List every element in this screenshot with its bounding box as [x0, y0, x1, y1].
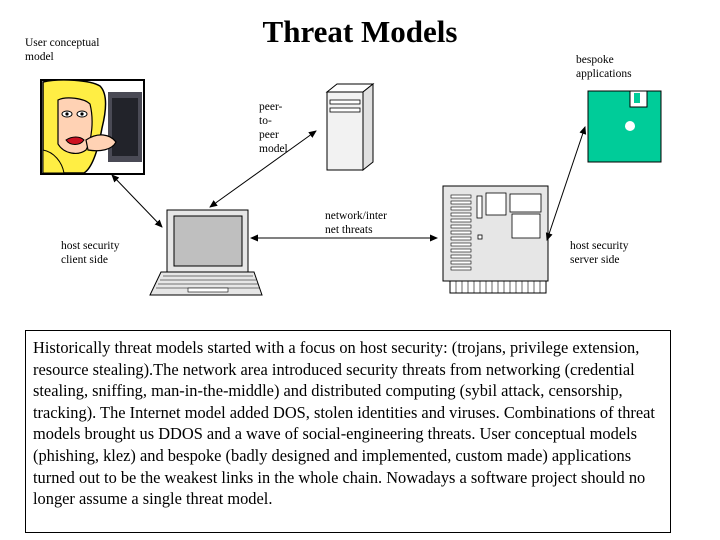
- arrow-server-floppy: [545, 126, 587, 241]
- peer-server-icon: [325, 82, 375, 172]
- label-host-security-client: host security client side: [61, 240, 120, 266]
- page-title: Threat Models: [262, 14, 458, 49]
- laptop-icon: [149, 209, 263, 296]
- label-bespoke-applications: bespoke applications: [576, 54, 632, 80]
- arrow-laptop-peer: [209, 130, 317, 208]
- server-machine-icon: [442, 185, 549, 294]
- label-host-security-server: host security server side: [570, 240, 629, 266]
- label-user-conceptual-model: User conceptual model: [25, 37, 100, 63]
- description-text-box: Historically threat models started with …: [25, 330, 671, 533]
- arrow-user-laptop: [111, 174, 163, 228]
- floppy-disk-icon: [587, 90, 662, 163]
- user-woman-icon: [40, 79, 145, 175]
- threat-model-diagram: [40, 79, 662, 296]
- label-network-threats: network/inter net threats: [325, 210, 387, 236]
